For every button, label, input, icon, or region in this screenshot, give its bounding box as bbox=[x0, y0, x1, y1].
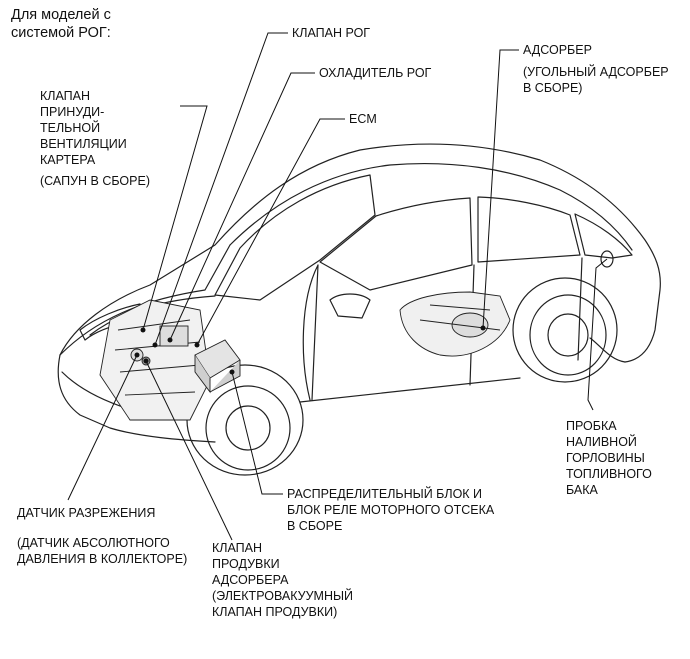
car-roof-line bbox=[229, 162, 633, 251]
front-door bbox=[302, 264, 319, 401]
leader-canister bbox=[482, 49, 519, 329]
leader-lines bbox=[67, 32, 608, 541]
header-note: Для моделей с системой РОГ: bbox=[11, 6, 111, 42]
rear-door-edge bbox=[577, 257, 583, 361]
vacuum-sensor-sub-1: (ДАТЧИК АБСОЛЮТНОГО bbox=[17, 536, 170, 550]
leader-junction-block bbox=[231, 371, 283, 495]
vacuum-sensor-title: ДАТЧИК РАЗРЕЖЕНИЯ bbox=[17, 506, 156, 520]
rear-quarter-window bbox=[574, 213, 633, 259]
canister-title: АДСОРБЕР bbox=[523, 43, 592, 57]
fuel-cap bbox=[600, 250, 614, 268]
pcv-line-5: КАРТЕРА bbox=[40, 153, 96, 167]
fuel-cap-line-3: ГОРЛОВИНЫ bbox=[566, 451, 645, 465]
front-hub bbox=[225, 405, 271, 451]
leader-pcv bbox=[142, 105, 208, 331]
leader-egr-cooler bbox=[169, 72, 315, 341]
label-pcv-valve: КЛАПАН ПРИНУДИ- ТЕЛЬНОЙ ВЕНТИЛЯЦИИ КАРТЕ… bbox=[40, 88, 150, 189]
junction-line-1: РАСПРЕДЕЛИТЕЛЬНЫЙ БЛОК И bbox=[287, 487, 483, 501]
windshield bbox=[214, 174, 376, 301]
mirror bbox=[329, 293, 371, 319]
pcv-line-2: ПРИНУДИ- bbox=[40, 105, 105, 119]
pcv-line-4: ВЕНТИЛЯЦИИ bbox=[40, 137, 127, 151]
car-body-outline bbox=[59, 143, 661, 363]
fuel-cap-line-1: ПРОБКА bbox=[566, 419, 617, 433]
fuel-tank-shape bbox=[399, 291, 511, 357]
label-egr-cooler: ОХЛАДИТЕЛЬ РОГ bbox=[319, 66, 432, 80]
canister-sub-2: В СБОРЕ) bbox=[523, 81, 583, 95]
front-side-window bbox=[319, 197, 473, 291]
purge-line-1: КЛАПАН bbox=[212, 541, 263, 555]
fuel-cap-line-4: ТОПЛИВНОГО bbox=[566, 467, 652, 481]
label-egr-valve: КЛАПАН РОГ bbox=[292, 26, 371, 40]
junction-line-3: В СБОРЕ bbox=[287, 519, 343, 533]
junction-line-2: БЛОК РЕЛЕ МОТОРНОГО ОТСЕКА bbox=[287, 503, 495, 517]
fuel-cap-line-2: НАЛИВНОЙ bbox=[566, 435, 637, 449]
header-line-1: Для моделей с bbox=[11, 7, 111, 23]
label-ecm: ECM bbox=[349, 112, 377, 126]
purge-line-3: АДСОРБЕРА bbox=[212, 573, 289, 587]
car-sill bbox=[299, 377, 521, 403]
header-line-2: системой РОГ: bbox=[11, 25, 111, 41]
car-hood bbox=[59, 244, 231, 356]
leader-egr-valve bbox=[154, 32, 288, 346]
label-canister: АДСОРБЕР (УГОЛЬНЫЙ АДСОРБЕР В СБОРЕ) bbox=[523, 42, 669, 96]
junction-block-shape bbox=[194, 339, 241, 394]
leader-vacuum-sensor bbox=[67, 354, 138, 501]
car-rear-lower bbox=[589, 337, 626, 363]
leader-purge-vsv bbox=[145, 360, 233, 541]
pcv-line-1: КЛАПАН bbox=[40, 89, 91, 103]
purge-line-2: ПРОДУВКИ bbox=[212, 557, 280, 571]
label-fuel-cap: ПРОБКА НАЛИВНОЙ ГОРЛОВИНЫ ТОПЛИВНОГО БАК… bbox=[566, 418, 652, 498]
label-purge-vsv: КЛАПАН ПРОДУВКИ АДСОРБЕРА (ЭЛЕКТРОВАКУУМ… bbox=[212, 540, 353, 620]
rear-side-window bbox=[477, 196, 581, 263]
rear-wheel bbox=[529, 294, 607, 376]
leader-fuel-cap bbox=[587, 258, 608, 411]
purge-sub-1: (ЭЛЕКТРОВАКУУМНЫЙ bbox=[212, 589, 354, 603]
pcv-line-3: ТЕЛЬНОЙ bbox=[40, 121, 101, 135]
pcv-sub: (САПУН В СБОРЕ) bbox=[40, 174, 150, 188]
label-vacuum-sensor: ДАТЧИК РАЗРЕЖЕНИЯ (ДАТЧИК АБСОЛЮТНОГО ДА… bbox=[17, 505, 187, 567]
fuel-cap-line-5: БАКА bbox=[566, 483, 598, 497]
leader-ecm bbox=[196, 118, 345, 346]
purge-sub-2: КЛАПАН ПРОДУВКИ) bbox=[212, 605, 338, 619]
vacuum-sensor-sub-2: ДАВЛЕНИЯ В КОЛЛЕКТОРЕ) bbox=[17, 552, 188, 566]
canister-sub-1: (УГОЛЬНЫЙ АДСОРБЕР bbox=[523, 65, 669, 79]
front-wheel bbox=[205, 385, 291, 471]
label-junction-block: РАСПРЕДЕЛИТЕЛЬНЫЙ БЛОК И БЛОК РЕЛЕ МОТОР… bbox=[287, 486, 494, 534]
rear-hub bbox=[547, 313, 589, 357]
rear-wheel-arch bbox=[512, 277, 618, 383]
engine-assembly bbox=[99, 299, 211, 421]
